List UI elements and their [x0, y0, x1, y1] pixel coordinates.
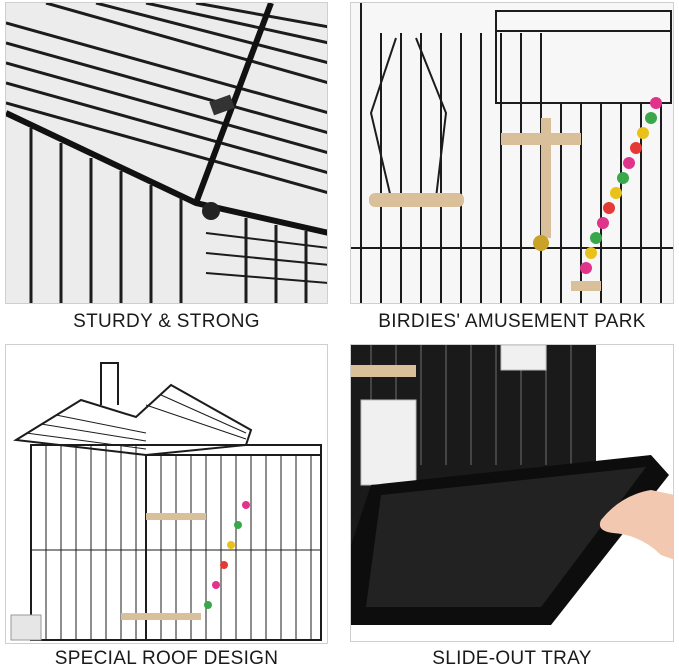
- photo-sturdy-strong: [5, 2, 328, 304]
- full-cage-image: [6, 345, 327, 643]
- photo-slide-out-tray: [350, 344, 674, 642]
- caption-amusement-park: BIRDIES' AMUSEMENT PARK: [378, 311, 646, 332]
- slide-out-tray-image: [351, 345, 673, 641]
- caption-slide-out-tray: SLIDE-OUT TRAY: [432, 648, 592, 669]
- photo-amusement-park: [350, 2, 674, 304]
- caption-special-roof: SPECIAL ROOF DESIGN: [54, 648, 279, 669]
- caption-sturdy-strong: STURDY & STRONG: [73, 311, 260, 332]
- toys-perch-image: [351, 3, 673, 303]
- photo-special-roof: [5, 344, 328, 644]
- wire-roof-closeup-image: [6, 3, 327, 303]
